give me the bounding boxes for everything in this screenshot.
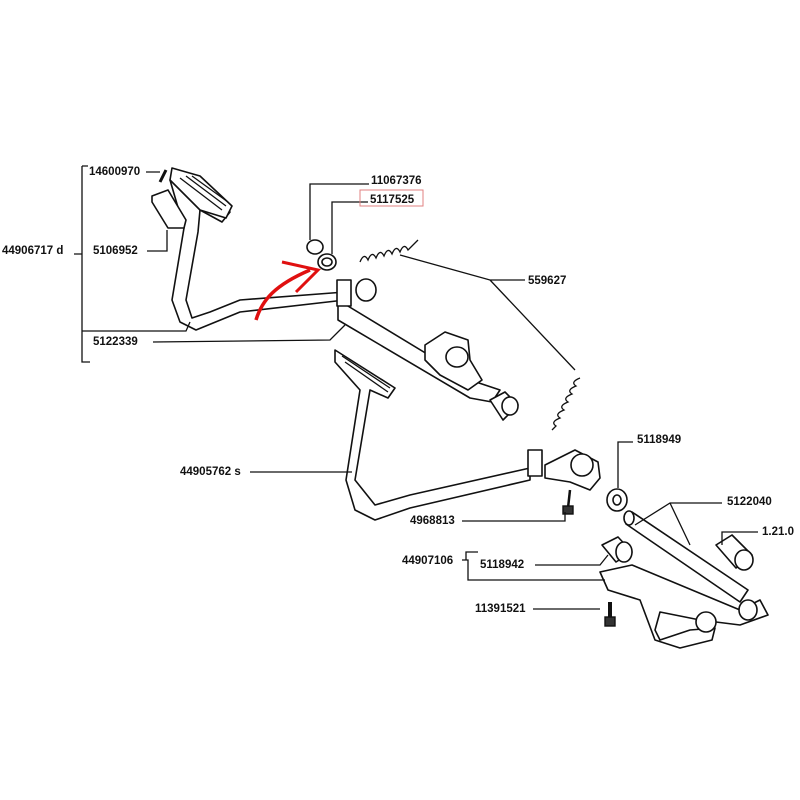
pin — [158, 169, 168, 183]
pedal-pad — [151, 189, 187, 229]
spring-upper — [359, 239, 419, 263]
label-5122040[interactable]: 5122040 — [727, 496, 772, 508]
label-11067376[interactable]: 11067376 — [371, 175, 422, 187]
bushing-1210 — [715, 534, 754, 571]
label-44905762[interactable]: 44905762 s — [180, 466, 241, 478]
snap-ring — [306, 239, 324, 255]
highlight-box — [359, 189, 424, 207]
leader-lines — [74, 165, 758, 610]
label-44906717[interactable]: 44906717 d — [2, 245, 63, 257]
label-5122339[interactable]: 5122339 — [93, 336, 138, 348]
shaft-5122040 — [623, 510, 749, 603]
label-44907106[interactable]: 44907106 — [402, 555, 453, 567]
spring-lower — [551, 377, 581, 431]
bracket-44907106 — [599, 564, 769, 649]
washer-5118949 — [606, 488, 628, 512]
highlight-arrow — [254, 260, 321, 321]
label-5118942[interactable]: 5118942 — [480, 559, 524, 571]
bushing-5118942 — [601, 536, 633, 563]
brake-pedal-upper — [169, 167, 501, 403]
bolt-11391521 — [604, 602, 616, 627]
bushing — [489, 391, 519, 421]
label-559627[interactable]: 559627 — [528, 275, 566, 287]
label-5106952[interactable]: 5106952 — [93, 245, 138, 257]
label-5118949[interactable]: 5118949 — [637, 434, 681, 446]
washer-5117525 — [317, 253, 337, 271]
label-11391521[interactable]: 11391521 — [475, 603, 526, 615]
screw-4968813 — [562, 489, 574, 515]
label-1210[interactable]: 1.21.0 — [762, 526, 794, 538]
brake-pedal-lower — [334, 349, 601, 521]
label-5117525[interactable]: 5117525 — [370, 194, 415, 206]
label-4968813[interactable]: 4968813 — [410, 515, 455, 527]
label-14600970[interactable]: 14600970 — [89, 166, 140, 178]
